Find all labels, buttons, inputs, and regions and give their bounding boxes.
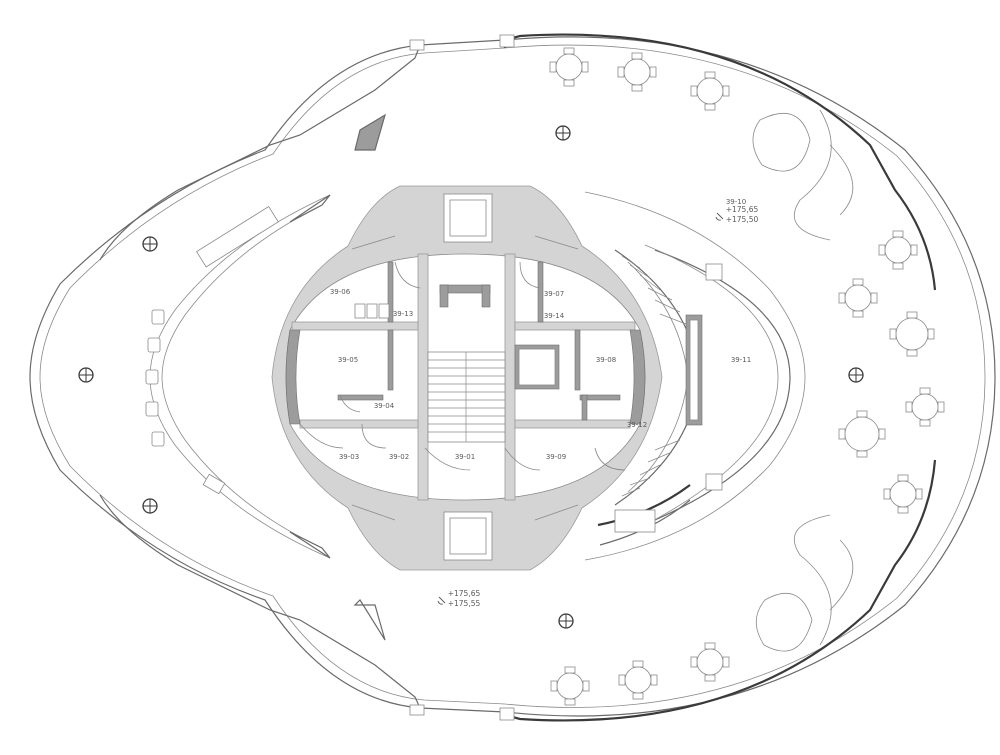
table <box>889 311 935 357</box>
terrace-railing <box>99 33 937 722</box>
room-label: 39-02 <box>389 453 409 461</box>
inner-screens <box>149 191 806 561</box>
structural-column <box>848 367 864 383</box>
outer-facade <box>29 36 996 717</box>
structural-column <box>78 367 94 383</box>
elevation-value: +175,55 <box>448 599 481 608</box>
dining-tables <box>549 47 945 706</box>
room-label: 39-11 <box>731 356 751 364</box>
table <box>618 660 658 700</box>
elevation-value: +175,50 <box>726 215 759 224</box>
table <box>617 52 657 92</box>
light-modules <box>289 113 386 641</box>
elevation-upper: +175,65+175,50 <box>715 205 759 224</box>
core <box>271 185 663 571</box>
elevation-value: +175,65 <box>726 205 759 214</box>
level-symbol-icon <box>437 596 446 605</box>
elevation-markers: +175,65+175,50+175,65+175,55 <box>437 205 759 608</box>
room-label: 39-08 <box>596 356 616 364</box>
structural-column <box>555 125 571 141</box>
lounge-seats <box>145 309 165 447</box>
room-label: 39-03 <box>339 453 359 461</box>
table <box>878 230 918 270</box>
door-swings <box>299 261 626 471</box>
structural-columns <box>78 125 864 629</box>
room-label: 39-07 <box>544 290 564 298</box>
level-symbol-icon <box>715 212 724 221</box>
stair-treads <box>428 352 505 442</box>
elevation-value: +175,65 <box>448 589 481 598</box>
table <box>883 474 923 514</box>
room-label: 39-05 <box>338 356 358 364</box>
room-label: 39-10 <box>726 198 746 206</box>
room-label: 39-01 <box>455 453 475 461</box>
room-label: 39-06 <box>330 288 351 296</box>
lounge-benches <box>752 109 854 652</box>
table <box>690 71 730 111</box>
washbasins <box>354 303 390 319</box>
table <box>838 278 878 318</box>
table <box>549 47 589 87</box>
table <box>905 387 945 427</box>
room-label: 39-04 <box>374 402 395 410</box>
structural-column <box>558 613 574 629</box>
structural-column <box>142 498 158 514</box>
zone-39-11 <box>644 244 791 526</box>
elevation-lower: +175,65+175,55 <box>437 589 481 608</box>
room-labels: 39-10 39-11 39-06 39-13 39-07 39-14 39-05 39-08… <box>330 198 751 461</box>
table <box>838 410 886 458</box>
spiral-stair <box>597 249 703 546</box>
table <box>690 642 730 682</box>
room-label: 39-14 <box>544 312 565 320</box>
room-label: 39-13 <box>393 310 413 318</box>
table <box>550 666 590 706</box>
room-label: 39-12 <box>627 421 647 429</box>
room-label: 39-09 <box>546 453 566 461</box>
structural-column <box>142 236 158 252</box>
